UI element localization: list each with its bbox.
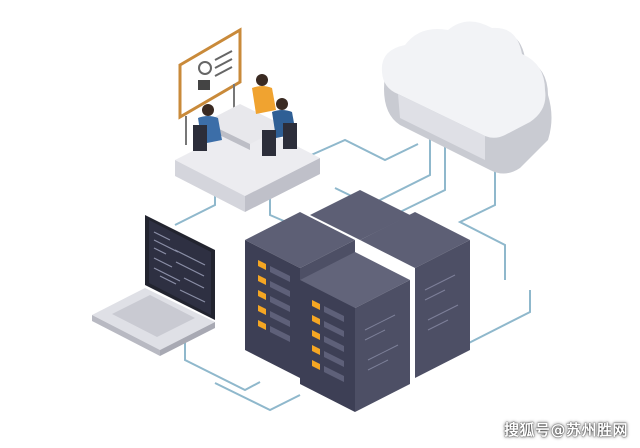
laptop-icon [92, 215, 215, 356]
cable-server-right [454, 290, 531, 351]
whiteboard [178, 27, 242, 145]
cable-platform-cloud [299, 138, 419, 162]
cloud-icon [381, 21, 552, 174]
cable-server-bottom [214, 382, 301, 412]
gear-icon [198, 61, 212, 75]
cable-cloud-mid [399, 140, 446, 213]
cable-platform-laptop [174, 190, 216, 226]
watermark-text: 搜狐号@苏州胜网 [503, 421, 628, 439]
team-meeting-icon [193, 74, 297, 156]
cable-laptop-bottom [184, 340, 261, 392]
server-rack-icon [245, 190, 470, 412]
cable-cloud-right [457, 170, 506, 280]
